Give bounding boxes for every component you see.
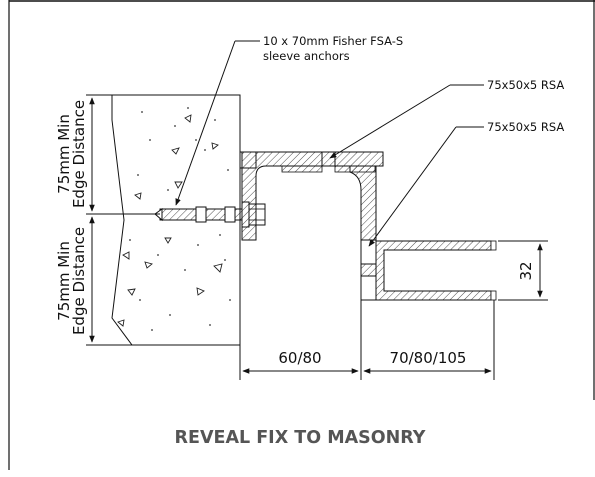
edge-distance-upper-line2: Edge Distance [70, 100, 88, 208]
horizontal-dimensions: 60/80 70/80/105 [239, 300, 495, 380]
reveal-channel [375, 240, 497, 301]
concrete-aggregate [117, 114, 223, 327]
anchor-note-line2: sleeve anchors [263, 49, 350, 63]
rsa-note-lower: 75x50x5 RSA [368, 120, 564, 247]
dimension-right: 70/80/105 [390, 349, 467, 367]
edge-distance-lower-line2: Edge Distance [70, 227, 88, 335]
drawing-title: REVEAL FIX TO MASONRY [175, 428, 426, 448]
anchor-note-line1: 10 x 70mm Fisher FSA-S [263, 34, 403, 48]
dimension-left: 60/80 [278, 349, 321, 367]
rsa-angle-lower [349, 165, 377, 301]
anchor-note: 10 x 70mm Fisher FSA-S sleeve anchors [175, 34, 403, 206]
edge-distance-dimension: 75mm Min Edge Distance 75mm Min Edge Dis… [55, 94, 160, 346]
channel-depth-dimension: 32 [498, 240, 548, 301]
rsa-label-lower: 75x50x5 RSA [487, 120, 564, 134]
rsa-label-upper: 75x50x5 RSA [487, 78, 564, 92]
edge-distance-lower-line1: 75mm Min [55, 241, 73, 321]
concrete-speckle [129, 107, 231, 331]
rsa-note-upper: 75x50x5 RSA [329, 78, 564, 159]
dimension-vertical: 32 [517, 261, 535, 280]
sheet-border [8, 0, 595, 470]
edge-distance-upper-line1: 75mm Min [55, 114, 73, 194]
